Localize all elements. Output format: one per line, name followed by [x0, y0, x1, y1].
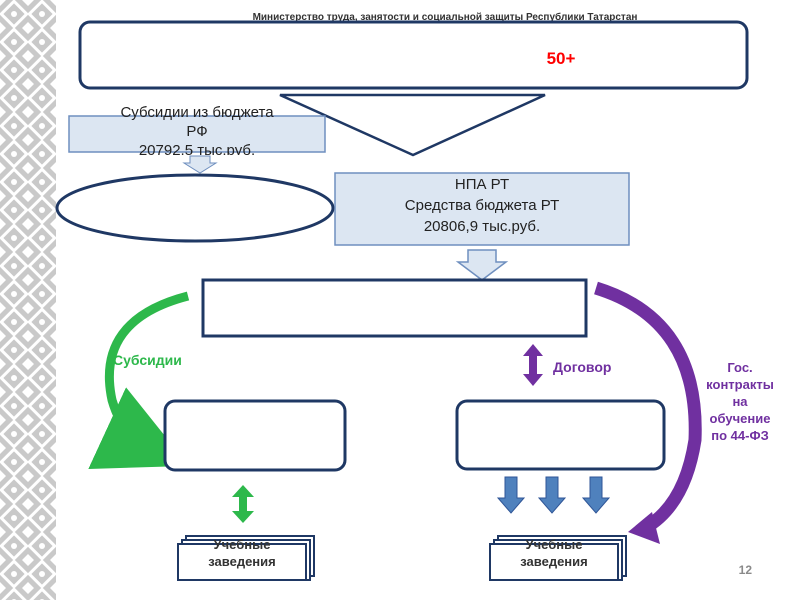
funnel-triangle: [279, 93, 546, 157]
rf-line-2: РФ: [186, 123, 208, 140]
arrow-rf-to-ellipse: [182, 155, 218, 174]
right-stack-text: Учебные заведения: [490, 536, 618, 578]
top-box: [78, 20, 749, 90]
rt-line-3: 20806,9 тыс.руб.: [423, 218, 541, 235]
rt-line-2: Средства бюджета РТ: [404, 197, 560, 214]
right-stack-line-2: заведения: [520, 554, 588, 569]
blue-arrow-3-icon: [581, 476, 611, 514]
ornament-border: [0, 0, 56, 600]
right-stack-line-1: Учебные: [525, 537, 583, 552]
ornament-pattern-icon: [0, 0, 56, 600]
page-number: 12: [738, 563, 752, 577]
blue-down-arrows: [496, 476, 611, 514]
green-arrowhead-down-icon: [232, 511, 254, 523]
contract-label: Договор: [553, 359, 612, 375]
rt-budget-text: НПА РТ Средства бюджета РТ 20806,9 тыс.р…: [335, 174, 629, 237]
gov-line-5: по 44-ФЗ: [711, 428, 769, 443]
left-stack-text: Учебные заведения: [178, 536, 306, 578]
rf-line-3: 20792,5 тыс.руб.: [138, 142, 256, 155]
top-box-highlight: 50+: [547, 49, 576, 68]
center-rectangle: [201, 278, 588, 338]
left-institutions-stack: [177, 535, 315, 581]
gov-line-1: Гос.: [727, 360, 753, 375]
rt-budget-box: [334, 172, 630, 246]
rt-line-1: НПА РТ: [454, 176, 510, 193]
right-institutions-stack: [489, 535, 627, 581]
gov-line-4: обучение: [709, 411, 771, 426]
center-ellipse: [55, 173, 335, 243]
gov-line-2: контракты: [706, 377, 774, 392]
left-stack-line-2: заведения: [208, 554, 276, 569]
header-title: Министерство труда, занятости и социальн…: [253, 11, 638, 23]
gov-contracts-arrowhead-icon: [628, 512, 660, 544]
contract-arrowhead-up-icon: [523, 344, 543, 356]
green-arrowhead-up-icon: [232, 485, 254, 497]
rf-line-1: Субсидии из бюджета: [120, 104, 274, 121]
gov-contracts-label: Гос. контракты на обучение по 44-ФЗ: [690, 359, 790, 444]
gov-contracts-curved-arrow: [594, 281, 702, 534]
contract-double-arrow: [529, 352, 537, 378]
blue-arrow-2-icon: [537, 476, 567, 514]
rf-subsidies-box: [68, 115, 326, 153]
rf-subsidies-text: Субсидии из бюджета РФ 20792,5 тыс.руб.: [69, 103, 325, 155]
left-stack-line-1: Учебные: [213, 537, 271, 552]
gov-line-3: на: [732, 394, 748, 409]
blue-arrow-1-icon: [496, 476, 526, 514]
subsidies-label: Субсидии: [113, 352, 182, 368]
contract-arrowhead-down-icon: [523, 374, 543, 386]
green-double-arrow: [239, 494, 247, 514]
subsidies-curved-arrow: [88, 291, 190, 469]
arrow-rt-to-center: [455, 249, 509, 281]
left-middle-box: [163, 399, 347, 472]
right-middle-box: [455, 399, 666, 471]
